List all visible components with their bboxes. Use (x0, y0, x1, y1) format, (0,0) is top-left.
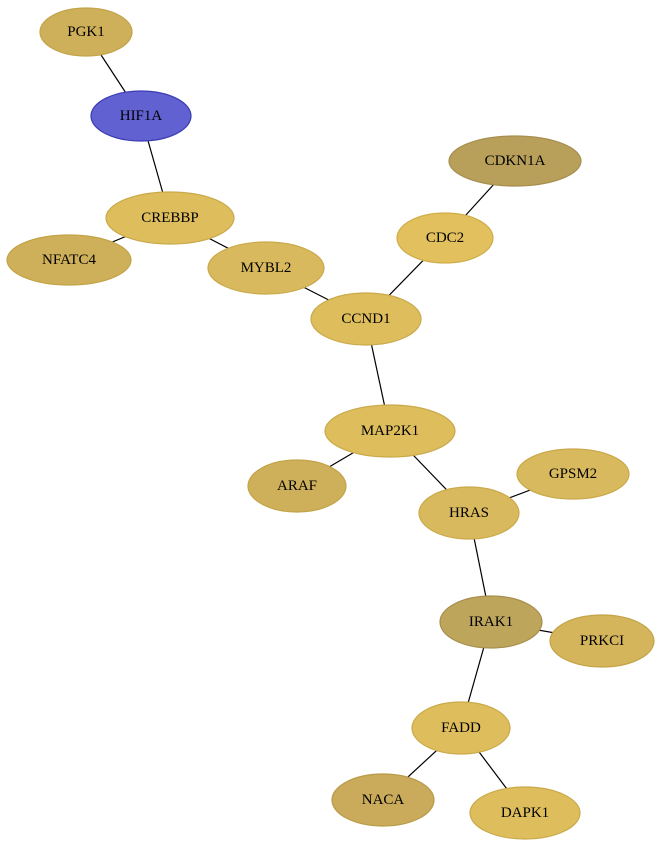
node-label-ccnd1: CCND1 (341, 311, 390, 327)
node-shape-ccnd1 (310, 292, 422, 346)
node-ccnd1: CCND1 (310, 292, 422, 346)
node-shape-naca (331, 773, 435, 827)
node-araf: ARAF (247, 459, 347, 513)
node-gpsm2: GPSM2 (516, 448, 630, 500)
node-shape-cdkn1a (448, 135, 582, 187)
node-label-cdc2: CDC2 (426, 230, 464, 246)
node-shape-mybl2 (207, 241, 325, 295)
node-label-hif1a: HIF1A (120, 108, 163, 124)
node-label-cdkn1a: CDKN1A (485, 153, 546, 169)
node-dapk1: DAPK1 (469, 786, 581, 840)
node-label-naca: NACA (362, 792, 405, 808)
node-label-map2k1: MAP2K1 (361, 423, 419, 439)
node-label-araf: ARAF (277, 478, 317, 494)
node-label-crebbp: CREBBP (141, 210, 199, 226)
node-hras: HRAS (418, 486, 520, 540)
node-label-gpsm2: GPSM2 (549, 466, 597, 482)
node-shape-nfatc4 (6, 234, 132, 286)
node-cdc2: CDC2 (396, 212, 494, 264)
node-hif1a: HIF1A (90, 90, 192, 142)
node-naca: NACA (331, 773, 435, 827)
node-label-prkci: PRKCI (580, 633, 624, 649)
node-label-irak1: IRAK1 (469, 614, 513, 630)
node-shape-gpsm2 (516, 448, 630, 500)
node-label-nfatc4: NFATC4 (42, 252, 96, 268)
node-nfatc4: NFATC4 (6, 234, 132, 286)
node-crebbp: CREBBP (105, 191, 235, 245)
node-shape-araf (247, 459, 347, 513)
node-label-pgk1: PGK1 (67, 24, 105, 40)
node-mybl2: MYBL2 (207, 241, 325, 295)
node-label-hras: HRAS (449, 505, 489, 521)
node-shape-hif1a (90, 90, 192, 142)
node-shape-hras (418, 486, 520, 540)
node-irak1: IRAK1 (439, 595, 543, 649)
node-label-dapk1: DAPK1 (501, 805, 549, 821)
node-shape-pgk1 (39, 7, 133, 57)
node-shape-prkci (549, 614, 655, 668)
node-shape-dapk1 (469, 786, 581, 840)
node-shape-crebbp (105, 191, 235, 245)
node-map2k1: MAP2K1 (324, 404, 456, 458)
node-prkci: PRKCI (549, 614, 655, 668)
node-label-mybl2: MYBL2 (241, 260, 292, 276)
node-shape-fadd (411, 701, 511, 755)
node-pgk1: PGK1 (39, 7, 133, 57)
node-cdkn1a: CDKN1A (448, 135, 582, 187)
node-shape-map2k1 (324, 404, 456, 458)
node-label-fadd: FADD (441, 720, 481, 736)
node-shape-irak1 (439, 595, 543, 649)
node-shape-cdc2 (396, 212, 494, 264)
node-fadd: FADD (411, 701, 511, 755)
